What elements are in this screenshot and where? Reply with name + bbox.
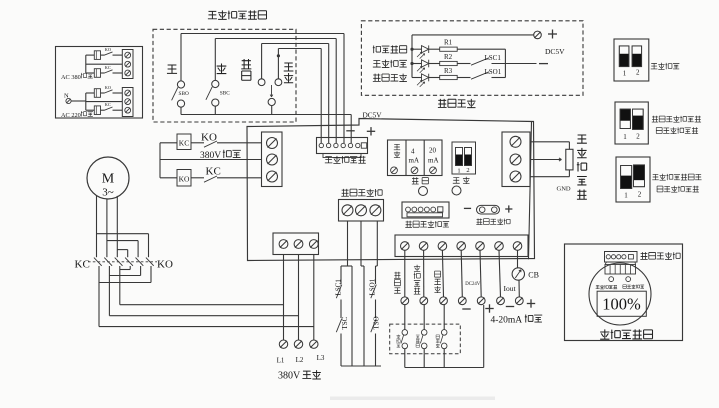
svg-text:KO: KO	[105, 85, 111, 90]
svg-text:1: 1	[624, 192, 628, 200]
svg-text:3~: 3~	[102, 187, 114, 199]
svg-text:CB: CB	[528, 271, 539, 280]
svg-text:SBC: SBC	[220, 91, 230, 97]
svg-text:L2: L2	[296, 356, 304, 364]
svg-text:LSC1: LSC1	[335, 279, 343, 296]
svg-text:R3: R3	[444, 67, 453, 75]
svg-text:N: N	[64, 93, 69, 100]
svg-text:2: 2	[466, 167, 469, 174]
svg-text:AC 220: AC 220	[61, 112, 81, 119]
svg-text:4: 4	[411, 148, 415, 156]
svg-text:1: 1	[623, 133, 627, 141]
svg-text:LSO1: LSO1	[485, 68, 502, 76]
svg-text:TSO: TSO	[373, 316, 381, 329]
svg-text:380V: 380V	[278, 371, 301, 382]
svg-text:DC24V: DC24V	[465, 282, 480, 287]
svg-text:SBO: SBO	[179, 91, 189, 97]
svg-text:100%: 100%	[602, 295, 641, 314]
svg-text:380V: 380V	[200, 151, 221, 161]
svg-text:AC 380: AC 380	[61, 74, 81, 81]
svg-text:KC: KC	[105, 102, 111, 107]
svg-text:DC5V: DC5V	[363, 111, 383, 120]
svg-text:1: 1	[623, 70, 627, 78]
svg-text:GND: GND	[557, 186, 571, 193]
svg-text:KO: KO	[201, 132, 217, 144]
svg-text:mA: mA	[409, 157, 420, 165]
svg-text:KO: KO	[157, 259, 173, 271]
svg-text:R2: R2	[444, 53, 453, 61]
svg-text:KC: KC	[179, 139, 189, 148]
svg-text:20: 20	[429, 147, 437, 155]
svg-text:KO: KO	[105, 47, 111, 52]
svg-text:L1: L1	[277, 357, 285, 365]
svg-text:KC: KC	[105, 65, 111, 70]
svg-text:LSO1: LSO1	[369, 278, 377, 295]
svg-text:R1: R1	[444, 39, 453, 47]
svg-text:LSC1: LSC1	[485, 54, 502, 62]
svg-text:KO: KO	[179, 175, 190, 184]
svg-text:4-20mA: 4-20mA	[491, 316, 523, 326]
svg-text:2: 2	[636, 133, 640, 141]
svg-text:M: M	[102, 172, 115, 187]
svg-text:L3: L3	[317, 354, 325, 362]
svg-text:2: 2	[638, 191, 642, 199]
svg-text:Iout: Iout	[504, 284, 517, 293]
svg-text:2: 2	[636, 69, 640, 77]
svg-text:1: 1	[457, 168, 460, 175]
svg-text:DC5V: DC5V	[545, 47, 565, 56]
svg-text:KC: KC	[206, 166, 221, 178]
svg-text:KC: KC	[75, 259, 90, 271]
svg-text:mA: mA	[428, 157, 439, 165]
svg-text:TSC: TSC	[341, 316, 349, 329]
